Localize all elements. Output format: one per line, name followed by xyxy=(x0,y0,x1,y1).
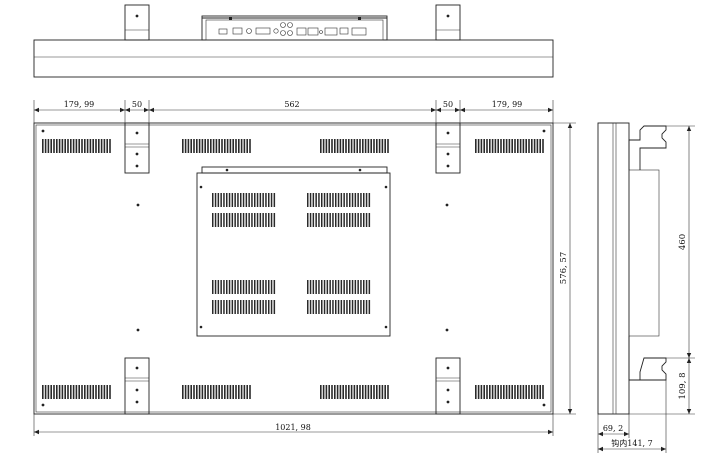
port-icon xyxy=(287,22,293,28)
vent-group xyxy=(307,300,371,314)
side-hook-top xyxy=(628,125,667,170)
back-bracket-bottom-left xyxy=(124,357,150,415)
dim-bottom-offset: 109, 8 xyxy=(678,372,688,399)
top-right-bracket xyxy=(435,4,461,41)
dim-overall-width: 1021, 98 xyxy=(275,423,311,432)
dim-overall-height: 576, 57 xyxy=(559,252,569,284)
side-hook-bottom xyxy=(628,336,667,381)
vent-slots xyxy=(42,139,544,399)
port-icon xyxy=(218,28,228,35)
back-bracket-top-left xyxy=(124,122,150,174)
vent-group xyxy=(212,300,276,314)
vent-group xyxy=(42,385,111,399)
connector-panel xyxy=(201,15,388,41)
screw-icon xyxy=(445,328,449,332)
dim-center-span: 562 xyxy=(284,100,299,109)
top-view xyxy=(33,4,554,78)
back-bracket-top-right xyxy=(435,122,461,174)
screw-icon xyxy=(542,403,546,407)
dim-bracket-width-right: 50 xyxy=(443,100,453,109)
top-left-bracket xyxy=(124,4,150,41)
vent-group xyxy=(42,139,111,153)
port-icon xyxy=(307,27,319,36)
screw-icon xyxy=(41,403,45,407)
port-icon xyxy=(339,27,349,35)
port-icon xyxy=(255,27,271,35)
port-icon xyxy=(280,22,286,28)
screw-icon xyxy=(542,129,546,133)
dim-depth: 69, 2 xyxy=(603,424,623,433)
vent-group xyxy=(307,280,371,294)
screw-icon xyxy=(41,129,45,133)
screw-icon xyxy=(136,328,140,332)
back-bracket-bottom-right xyxy=(435,357,461,415)
port-icon xyxy=(232,27,243,35)
dim-bracket-width-left: 50 xyxy=(132,100,142,109)
vent-group xyxy=(212,213,276,227)
port-icon xyxy=(246,28,252,34)
dim-inner-depth: 钩内141, 7 xyxy=(611,438,652,448)
vent-group xyxy=(475,385,544,399)
port-icon xyxy=(324,27,338,36)
screw-icon xyxy=(445,203,449,207)
screw-icon xyxy=(136,203,140,207)
vent-group xyxy=(212,193,276,207)
back-panel-inner-outline xyxy=(35,124,552,413)
vent-group xyxy=(182,139,251,153)
dim-side-margin-right: 179, 99 xyxy=(492,100,523,109)
vent-group xyxy=(307,213,371,227)
port-icon xyxy=(351,27,367,36)
vent-group xyxy=(182,385,251,399)
vent-group xyxy=(475,139,544,153)
side-view-body xyxy=(597,122,630,415)
port-icon xyxy=(319,30,323,34)
dim-mount-spacing: 460 xyxy=(678,234,688,250)
vent-group xyxy=(212,280,276,294)
center-module xyxy=(196,166,391,337)
dimension-lines xyxy=(33,100,695,453)
vent-group xyxy=(320,139,389,153)
port-icon xyxy=(273,28,279,34)
port-icon xyxy=(280,30,286,36)
port-icon xyxy=(287,30,293,36)
top-view-body xyxy=(33,39,554,78)
port-icon xyxy=(296,27,307,36)
side-view-module xyxy=(628,169,660,337)
back-view xyxy=(33,122,554,415)
dim-side-margin-left: 179, 99 xyxy=(64,100,95,109)
vent-group xyxy=(307,193,371,207)
back-panel-outline xyxy=(33,122,554,415)
side-view xyxy=(597,122,667,415)
vent-group xyxy=(320,385,389,399)
